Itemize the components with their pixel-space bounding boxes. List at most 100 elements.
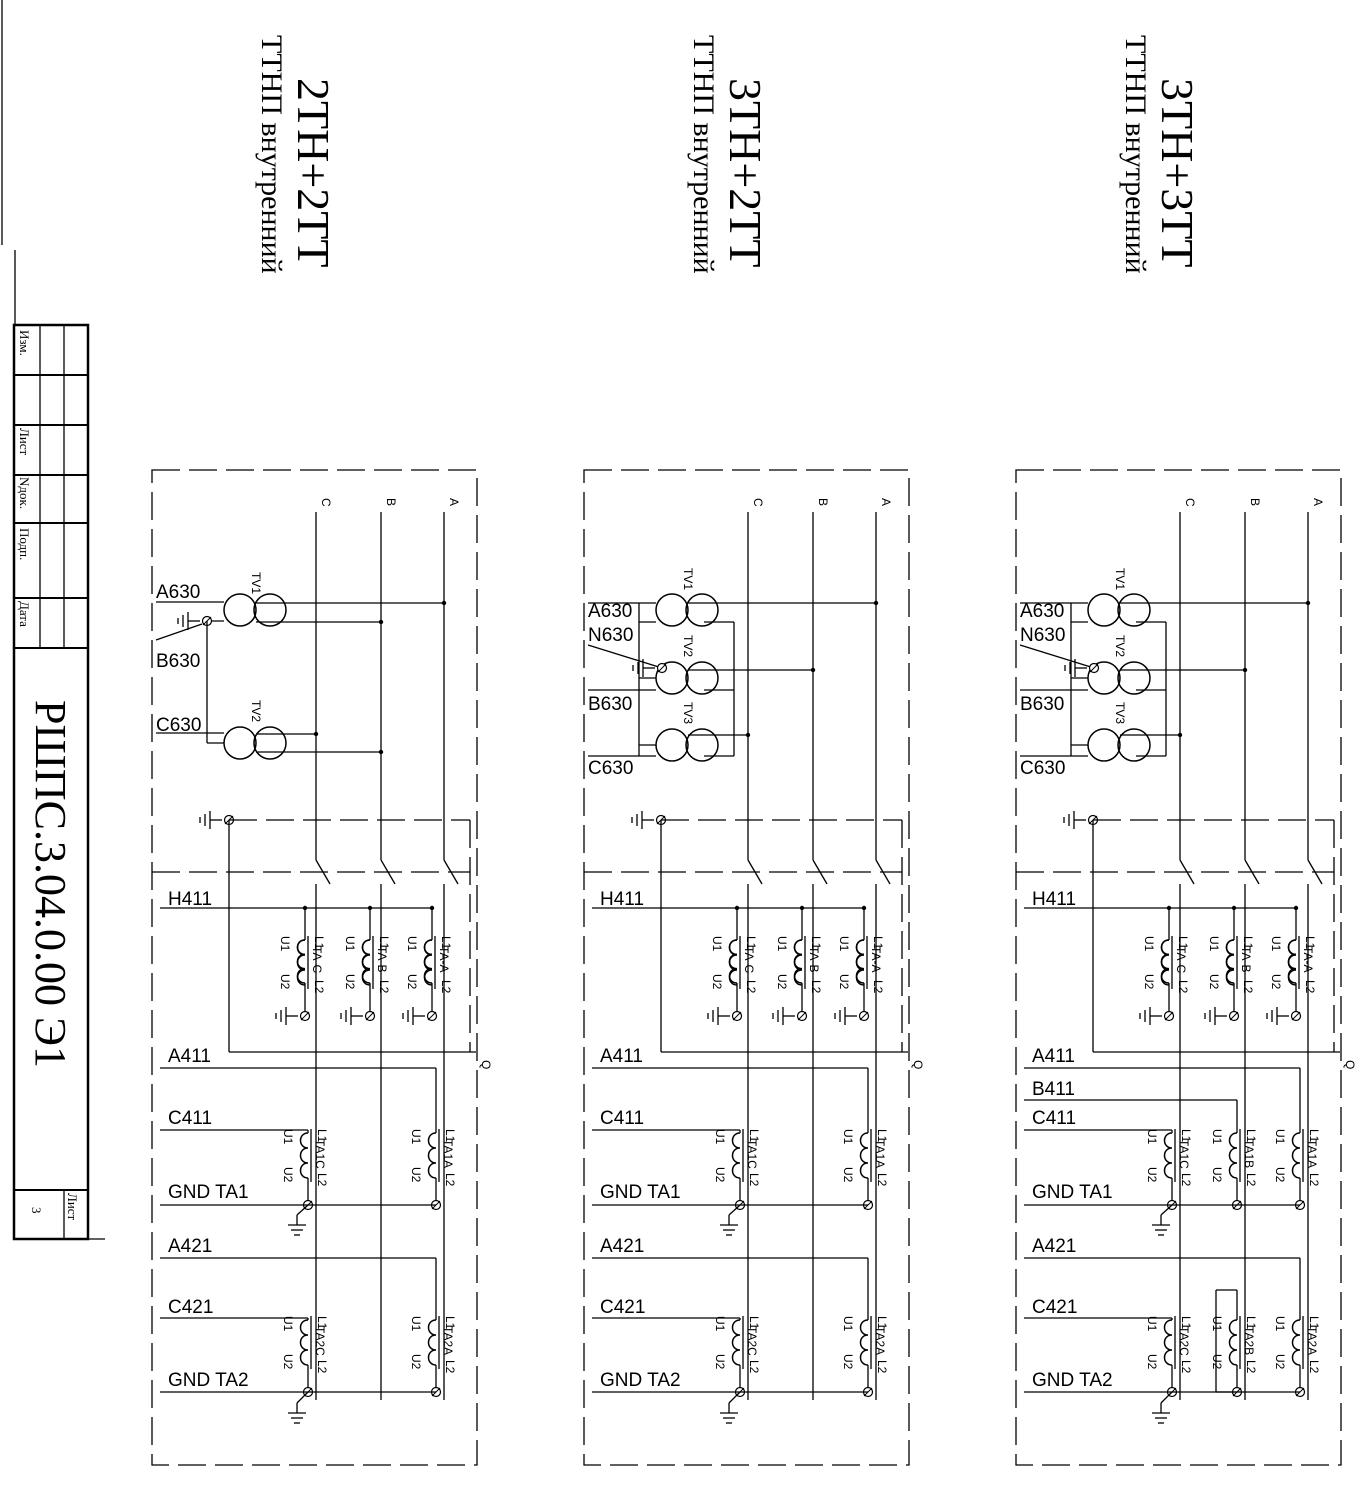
terminal-label-u2: U2 <box>405 974 419 990</box>
terminal-label-l1: L1 <box>1307 1129 1321 1143</box>
terminal-label-l2: L2 <box>443 1173 457 1187</box>
junction-dot <box>441 600 447 606</box>
q-label: Q <box>1343 1060 1357 1069</box>
ct-coil <box>855 939 865 986</box>
terminal-slash <box>365 1011 375 1021</box>
ct-label: TA1C <box>313 1139 327 1169</box>
ground-icon <box>1152 1403 1170 1424</box>
ground-icon <box>1266 1007 1289 1025</box>
voltage-transformer-tv1 <box>655 593 719 627</box>
terminal-label-l1: L1 <box>1307 1316 1321 1330</box>
ct-label: TA-C <box>310 946 324 973</box>
terminal-label-l2: L2 <box>312 980 326 994</box>
terminal-label-l1: L1 <box>1244 1316 1258 1330</box>
ground-icon <box>1204 1007 1227 1025</box>
terminal-slash <box>1291 1011 1301 1021</box>
wire-label: A411 <box>1032 1046 1075 1067</box>
ground-icon <box>288 1215 306 1236</box>
terminal-label-u1: U1 <box>1273 1316 1287 1332</box>
ground-icon <box>834 1007 857 1025</box>
terminal-label-l2: L2 <box>1179 1360 1193 1374</box>
terminal-label-u2: U2 <box>281 1354 295 1370</box>
phase-label: A <box>1311 498 1325 506</box>
terminal-label-l1: L1 <box>312 936 326 950</box>
terminal-label-u2: U2 <box>710 974 724 990</box>
stamp-frame <box>12 323 90 1241</box>
terminal-label-l1: L1 <box>1179 1129 1193 1143</box>
wire-label: C411 <box>168 1108 212 1129</box>
wire-label: C411 <box>1032 1108 1076 1129</box>
ground-icon <box>720 1215 738 1236</box>
terminal-slash <box>427 1011 437 1021</box>
terminal-label-l2: L2 <box>1307 1173 1321 1187</box>
wire-label: C630 <box>156 715 201 736</box>
ct-coil <box>296 939 306 986</box>
terminal-label-u2: U2 <box>841 1354 855 1370</box>
secondary-wire <box>587 644 663 669</box>
terminal-label-u2: U2 <box>343 974 357 990</box>
stamp-column-label: Nдок. <box>17 477 32 509</box>
tv-winding-secondary <box>1117 661 1151 695</box>
wire-label: C630 <box>588 758 633 779</box>
wire-label: C421 <box>1032 1297 1077 1318</box>
phase-label: B <box>384 498 398 506</box>
terminal-label-l1: L1 <box>744 936 758 950</box>
phase-label: B <box>816 498 830 506</box>
wire <box>728 1204 741 1216</box>
wire-label: A421 <box>168 1236 212 1257</box>
tv-label: TV1 <box>249 572 263 594</box>
terminal-label-l2: L2 <box>875 1360 889 1374</box>
wire <box>1160 1391 1173 1404</box>
terminal-label-l2: L2 <box>315 1360 329 1374</box>
ct-coil <box>793 939 803 984</box>
ground-icon <box>632 659 655 677</box>
wire-label: B630 <box>1020 694 1064 715</box>
ct-coil <box>1291 1319 1301 1366</box>
terminal-label-l2: L2 <box>875 1173 889 1187</box>
terminal-label-l2: L2 <box>809 980 823 994</box>
ct-coil <box>855 939 865 984</box>
ct-coil <box>728 939 738 986</box>
terminal-label-u1: U1 <box>281 1129 295 1145</box>
tv-winding-secondary <box>685 728 719 762</box>
ct-coil <box>731 1132 741 1179</box>
wire-label: A421 <box>600 1236 644 1257</box>
terminal-label-u1: U1 <box>841 1129 855 1145</box>
wire-label: GND TA1 <box>600 1182 681 1203</box>
ct-coil <box>296 939 306 984</box>
ct-label: TA2C <box>745 1326 759 1356</box>
terminal-label-l1: L1 <box>1176 936 1190 950</box>
tv-label: TV1 <box>681 568 695 590</box>
terminal-label-l2: L2 <box>1307 1360 1321 1374</box>
tv-winding-secondary <box>253 593 287 627</box>
ct-label: TA2A <box>873 1326 887 1355</box>
voltage-transformer-tv1 <box>223 593 287 627</box>
voltage-transformer-tv1 <box>1087 593 1151 627</box>
junction-dot <box>810 667 816 673</box>
wire-label: A630 <box>588 601 632 622</box>
ct-label: TA-B <box>1239 946 1253 972</box>
ct-label: TA2A <box>1305 1326 1319 1355</box>
terminal-label-l2: L2 <box>747 1173 761 1187</box>
wire <box>296 1391 309 1404</box>
phase-label: A <box>447 498 461 506</box>
ct-coil <box>1225 939 1235 984</box>
ground-icon <box>177 612 200 630</box>
tv-winding-secondary <box>1117 728 1151 762</box>
terminal-label-l1: L1 <box>315 1129 329 1143</box>
terminal-label-u2: U2 <box>713 1354 727 1370</box>
terminal-label-l2: L2 <box>1176 980 1190 994</box>
terminal-label-u2: U2 <box>713 1167 727 1183</box>
terminal-label-u1: U1 <box>278 936 292 952</box>
